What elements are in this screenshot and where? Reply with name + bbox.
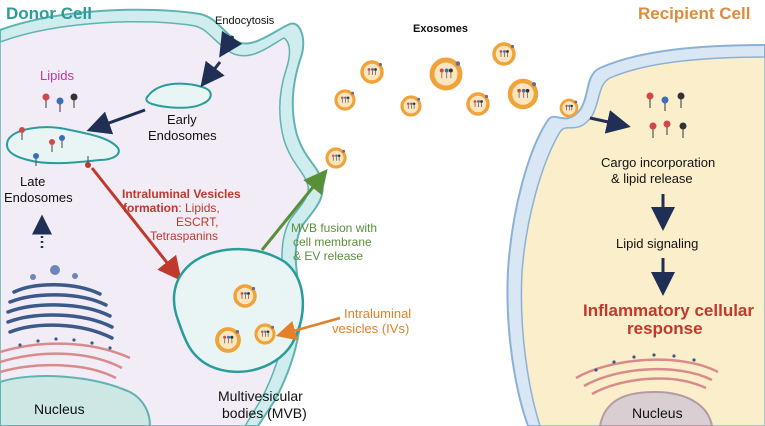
lipid-icon: [646, 92, 654, 108]
mvb-fusion-label-2: cell membrane: [293, 235, 372, 249]
late-endosome-lipids: [19, 127, 91, 168]
ilv-formation-bold: formation: [123, 201, 178, 215]
lipid-icon: [56, 97, 64, 112]
exosome: [325, 147, 347, 169]
golgi-vesicle: [50, 265, 60, 275]
cargo-label-2: & lipid release: [611, 171, 693, 186]
exosome: [233, 284, 257, 308]
lipid-icon: [85, 156, 91, 168]
lipids-label: Lipids: [40, 68, 74, 83]
exosome: [429, 57, 463, 91]
early-endosome-shape: [145, 82, 212, 109]
lipid-icon: [59, 135, 65, 148]
lipid-molecules-top: [42, 93, 78, 112]
golgi-vesicle: [72, 273, 78, 279]
exosome: [466, 92, 490, 116]
nucleus-left: [0, 375, 152, 426]
ribosomes-left: [18, 337, 112, 350]
lipid-molecules-recipient: [646, 92, 687, 138]
lipid-icon: [70, 93, 78, 108]
ilv-formation-label-2: formation: Lipids,: [123, 201, 220, 215]
lipid-icon: [42, 93, 50, 108]
ribosomes-right: [594, 353, 696, 372]
lipid-icon: [49, 139, 55, 152]
ilv-formation-label-4: Tetraspanins: [150, 229, 218, 243]
ilv-formation-label-3: ESCRT,: [176, 215, 218, 229]
donor-cell-title: Donor Cell: [6, 4, 92, 23]
mvb-label-1: Multivesicular: [218, 388, 303, 404]
intraluminal-label-2: vesicles (IVs): [332, 321, 409, 336]
endocytosis-arrow: [219, 30, 243, 58]
exosome: [334, 89, 356, 111]
mvb-fusion-arrow: [260, 169, 328, 251]
early-endosomes-label-1: Early: [167, 112, 197, 127]
lipid-icon: [19, 127, 25, 140]
endoplasmic-reticulum-right: [575, 358, 719, 396]
early-to-late-arrow: [86, 108, 146, 135]
endocytosis-to-early-arrow: [200, 60, 225, 88]
lipid-signaling-label: Lipid signaling: [616, 236, 698, 251]
endoplasmic-reticulum-left: [0, 342, 131, 380]
golgi-apparatus: [6, 265, 114, 340]
uptake-arrow: [589, 110, 631, 134]
late-endosomes-label-2: Endosomes: [4, 190, 73, 205]
nucleus-right-label: Nucleus: [632, 405, 683, 421]
exosome: [360, 60, 384, 84]
lipid-icon: [663, 120, 671, 135]
cargo-label-1: Cargo incorporation: [601, 155, 715, 170]
recipient-cell: [506, 43, 765, 426]
lipid-icon: [649, 122, 657, 138]
exosome: [507, 78, 539, 110]
mvb-label-2: bodies (MVB): [222, 405, 307, 421]
exosome: [492, 42, 516, 66]
nucleus-right: [598, 390, 714, 426]
late-endosomes-label-1: Late: [20, 174, 45, 189]
exosome: [215, 327, 241, 353]
mvb-fusion-label-3: & EV release: [293, 249, 363, 263]
early-endosomes-label-2: Endosomes: [148, 128, 217, 143]
exosome: [400, 95, 422, 117]
mvb-fusion-label-1: MVB fusion with: [291, 221, 377, 235]
exosome: [254, 323, 276, 345]
lipid-icon: [661, 96, 669, 111]
golgi-vesicle: [30, 274, 36, 280]
lipid-icon: [677, 92, 685, 108]
ilv-formation-label-1: Intraluminal Vesicles: [122, 187, 241, 201]
multivesicular-body: [172, 247, 305, 374]
intraluminal-label-1: Intraluminal: [344, 306, 411, 321]
inflammatory-label-1: Inflammatory cellular: [583, 301, 754, 320]
exosome-layer: [215, 42, 579, 353]
ilv-formation-rest: : Lipids,: [178, 201, 219, 215]
recipient-cell-title: Recipient Cell: [638, 4, 750, 23]
lipid-icon: [33, 153, 39, 166]
inflammatory-label-2: response: [627, 319, 703, 338]
endocytosis-label: Endocytosis: [215, 15, 275, 27]
nucleus-left-label: Nucleus: [34, 401, 85, 417]
exosome: [559, 98, 579, 118]
lipid-icon: [679, 122, 687, 138]
intraluminal-vesicles-arrow: [275, 316, 341, 341]
ilv-formation-arrow: [90, 167, 182, 282]
exosomes-label: Exosomes: [413, 23, 468, 35]
recipient-cytoplasm: [520, 56, 765, 426]
